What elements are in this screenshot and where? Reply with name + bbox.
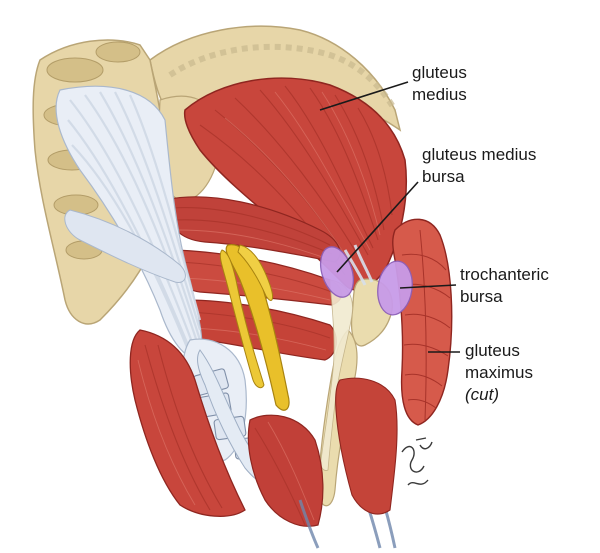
label-gluteus-medius-line2: medius (412, 85, 467, 104)
vastus-fibers (254, 421, 315, 526)
artist-signature (401, 437, 433, 486)
leader-gluteus-medius (319, 81, 409, 111)
trochanteric-bursa (377, 260, 413, 316)
label-gluteus-medius-line1: gluteus (412, 63, 467, 82)
pudendal-nerve (219, 249, 265, 389)
label-trochanteric-bursa-line2: bursa (460, 287, 503, 306)
label-trochanteric-bursa-line1: trochanteric (460, 265, 549, 284)
sacrospinous-ligament (64, 209, 186, 284)
iliac-crest-rim (168, 43, 398, 112)
piriformis-fibers (171, 207, 333, 259)
label-gluteus-maximus-line1: gluteus (465, 341, 520, 360)
label-gluteus-maximus-line3: (cut) (465, 385, 499, 404)
label-gluteus-medius-bursa-line2: bursa (422, 167, 465, 186)
hamstring-fibers (137, 344, 223, 511)
label-gluteus-medius-bursa-line1: gluteus medius (422, 145, 536, 164)
adductor-lower-muscle (335, 377, 398, 515)
ligament-fibers (67, 91, 202, 351)
leader-gluteus-medius-bursa (336, 181, 419, 273)
leader-trochanteric-bursa (399, 284, 457, 289)
vastus-lateralis-muscle (247, 414, 324, 527)
label-gluteus-maximus-line2: maximus (465, 363, 533, 382)
posterior-cutaneous-nerve (237, 244, 274, 301)
hamstring-muscle-group (129, 329, 246, 517)
gluteus-medius-tendon (343, 244, 374, 286)
iliotibial-tendon (320, 279, 353, 471)
